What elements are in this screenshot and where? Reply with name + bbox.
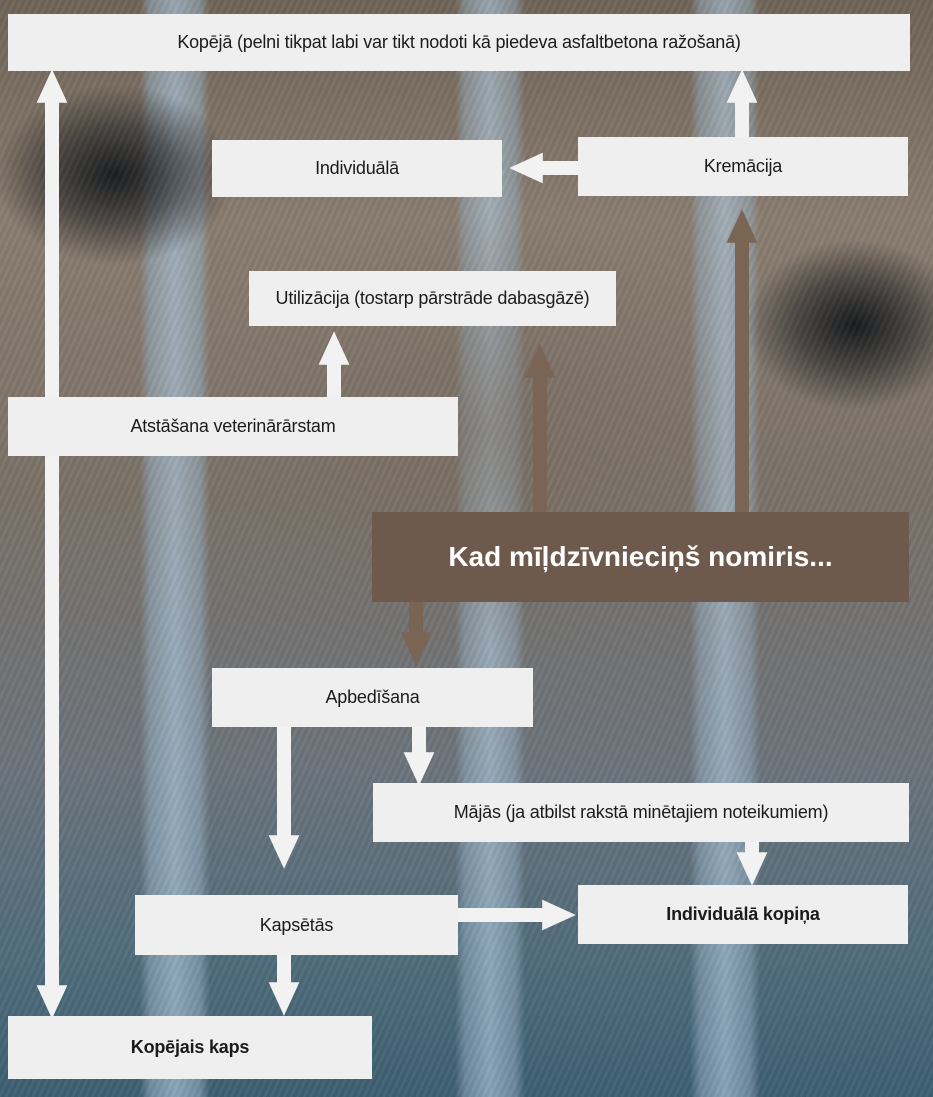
node-kapsetas: Kapsētās bbox=[135, 895, 458, 955]
center-box: Kad mīļdzīvnieciņš nomiris... bbox=[372, 512, 909, 602]
node-kopejais-kaps: Kopējais kaps bbox=[8, 1016, 372, 1079]
node-utilizacija: Utilizācija (tostarp pārstrāde dabasgāzē… bbox=[249, 271, 616, 326]
node-atstasana: Atstāšana veterinārārstam bbox=[8, 397, 458, 456]
node-individuala-kopina: Individuālā kopiņa bbox=[578, 885, 908, 944]
node-kremacija: Kremācija bbox=[578, 137, 908, 196]
node-individuala: Individuālā bbox=[212, 140, 502, 197]
node-kopeja: Kopējā (pelni tikpat labi var tikt nodot… bbox=[8, 14, 910, 71]
node-majas: Mājās (ja atbilst rakstā minētajiem note… bbox=[373, 783, 909, 842]
node-apbedisana: Apbedīšana bbox=[212, 668, 533, 727]
